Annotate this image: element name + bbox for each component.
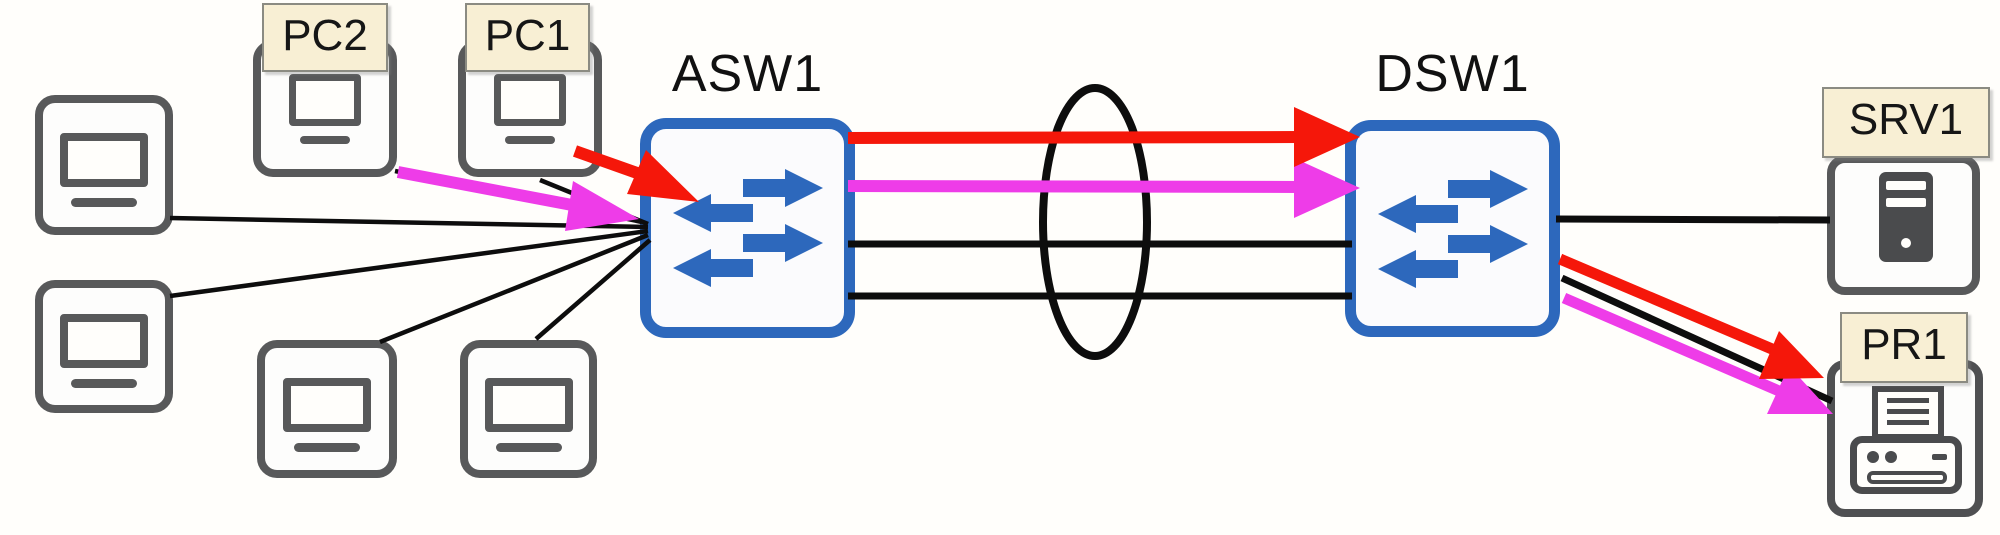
etherchannel-ellipse (1039, 84, 1151, 360)
printer-node-pr1 (1827, 360, 1983, 517)
monitor-icon (283, 378, 371, 432)
red-arrow-dsw1-pr1-head (1759, 331, 1824, 379)
server-node-srv1 (1827, 155, 1980, 295)
printer-output-slot (1867, 471, 1947, 484)
switch-node-dsw1 (1345, 120, 1560, 337)
magenta-arrow-pc2-asw1-head (565, 181, 639, 231)
switch-node-asw1 (640, 118, 855, 338)
asw1-label: ASW1 (671, 45, 824, 103)
red-arrow-asw1-dsw1-shaft (847, 131, 1301, 144)
pc2-name-tag: PC2 (262, 3, 388, 72)
link-pc1-asw1 (539, 177, 649, 227)
magenta-arrow-asw1-dsw1-shaft (847, 180, 1301, 193)
srv1-name-tag: SRV1 (1822, 87, 1990, 158)
link-pc-midleft-asw1 (379, 232, 649, 345)
monitor-icon (60, 314, 148, 368)
paper-text-line (1887, 398, 1929, 403)
printer-indicator (1932, 454, 1947, 460)
dsw1-label: DSW1 (1375, 45, 1530, 103)
pr1-name-tag: PR1 (1840, 312, 1968, 383)
magenta-arrow-dsw1-pr1-shaft (1561, 292, 1782, 397)
monitor-stand (300, 136, 350, 144)
magenta-arrow-dsw1-pr1-head (1767, 366, 1833, 414)
monitor-icon (289, 74, 361, 126)
paper-text-line (1887, 409, 1929, 414)
pc-node-unlabeled-4 (460, 340, 597, 478)
monitor-stand (71, 379, 137, 388)
server-drive-bar (1886, 181, 1926, 190)
pc1-name-tag: PC1 (465, 3, 590, 72)
monitor-icon (60, 133, 148, 187)
link-pc-bottomleft-asw1 (169, 228, 649, 299)
monitor-stand (505, 136, 555, 144)
server-power-led (1901, 238, 1911, 248)
pc-node-unlabeled-2 (35, 280, 173, 413)
link-pc2-asw1 (394, 168, 643, 225)
magenta-flow-arrows (396, 158, 1833, 414)
link-dsw1-pr1 (1560, 274, 1834, 405)
pc-node-unlabeled-3 (257, 340, 397, 478)
monitor-stand (71, 198, 137, 207)
switch-icon (672, 169, 823, 287)
monitor-icon (484, 378, 573, 432)
monitor-stand (495, 443, 562, 452)
link-pc-topleft-asw1 (169, 215, 649, 230)
red-arrow-dsw1-pr1-shaft (1557, 253, 1775, 355)
paper-text-line (1887, 420, 1929, 425)
printer-paper-icon (1872, 386, 1944, 440)
server-icon (1879, 172, 1933, 262)
server-drive-bar (1886, 198, 1926, 207)
switch-icon (1377, 169, 1528, 288)
printer-button (1885, 451, 1897, 463)
pc-node-unlabeled-1 (35, 95, 173, 235)
link-pc-midright-asw1 (534, 238, 652, 341)
link-dsw1-srv1 (1555, 215, 1831, 224)
monitor-stand (294, 443, 360, 452)
printer-button (1867, 451, 1879, 463)
monitor-icon (494, 74, 566, 126)
printer-icon (1850, 436, 1962, 494)
